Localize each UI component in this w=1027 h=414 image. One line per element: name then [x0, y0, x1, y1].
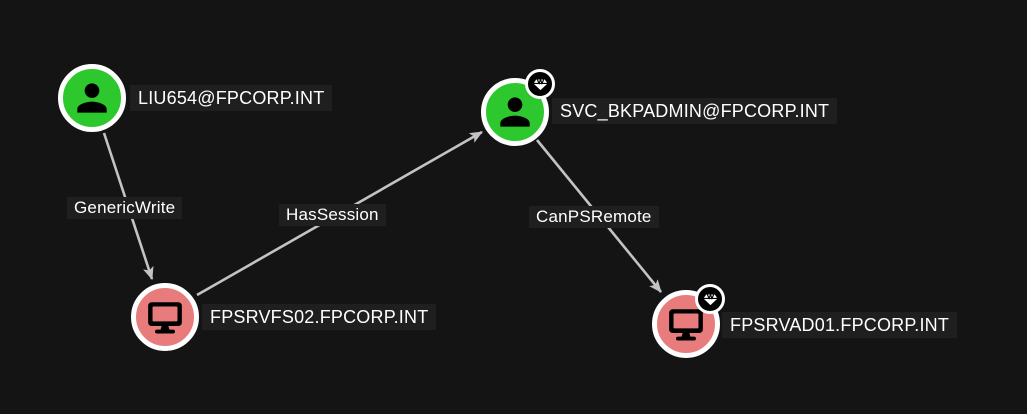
gem-icon [532, 77, 548, 90]
edge-label-canpsremote[interactable]: CanPSRemote [529, 206, 659, 228]
node-label-fpsrvfs02[interactable]: FPSRVFS02.FPCORP.INT [202, 304, 437, 330]
user-icon [500, 97, 530, 127]
node-user-svc-bkpadmin[interactable] [481, 78, 549, 146]
computer-icon [669, 309, 703, 341]
owned-badge [525, 69, 555, 99]
node-user-liu654[interactable] [58, 64, 126, 132]
node-label-fpsrvad01[interactable]: FPSRVAD01.FPCORP.INT [722, 312, 958, 338]
owned-badge [695, 284, 725, 314]
node-label-svc-bkpadmin[interactable]: SVC_BKPADMIN@FPCORP.INT [552, 98, 838, 124]
node-computer-fpsrvad01[interactable] [652, 290, 720, 358]
edge-label-genericwrite[interactable]: GenericWrite [67, 197, 183, 219]
node-label-liu654[interactable]: LIU654@FPCORP.INT [130, 85, 333, 111]
gem-icon [702, 292, 718, 305]
computer-icon [148, 302, 182, 334]
node-computer-fpsrvfs02[interactable] [131, 283, 199, 351]
user-icon [77, 83, 107, 113]
edge-label-hassession[interactable]: HasSession [279, 204, 386, 226]
